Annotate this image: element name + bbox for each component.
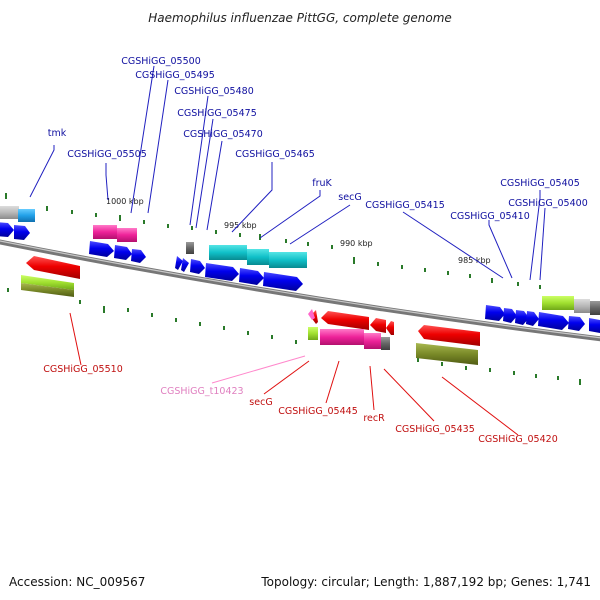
feature-track-upper <box>0 206 600 315</box>
cds-arrow[interactable] <box>190 259 205 274</box>
feature-lime-secg[interactable] <box>308 327 318 340</box>
gene-label-05405[interactable]: CGSHiGG_05405 <box>500 178 580 189</box>
feature-pink-05500[interactable] <box>93 225 117 239</box>
gene-label-05465[interactable]: CGSHiGG_05465 <box>235 149 315 160</box>
cds-arrow-reverse[interactable] <box>321 311 369 330</box>
gene-label-05410[interactable]: CGSHiGG_05410 <box>450 211 530 222</box>
gene-label-05480[interactable]: CGSHiGG_05480 <box>174 86 254 97</box>
leader-lines-bottom <box>69 312 519 436</box>
cds-arrow-reverse[interactable] <box>370 318 386 333</box>
feature-lime-05510[interactable] <box>21 275 74 290</box>
cds-arrow[interactable] <box>181 258 189 272</box>
feature-pink-05445[interactable] <box>320 329 364 345</box>
feature-olive-05510[interactable] <box>21 283 74 297</box>
gene-label-05435[interactable]: CGSHiGG_05435 <box>395 424 475 435</box>
feature-dark-recr[interactable] <box>381 337 390 350</box>
kbp-label-985: 985 kbp <box>458 256 491 265</box>
genome-backbone <box>0 239 600 342</box>
gene-label-05470[interactable]: CGSHiGG_05470 <box>183 129 263 140</box>
cds-reverse-track <box>26 256 480 346</box>
gene-label-05475[interactable]: CGSHiGG_05475 <box>177 108 257 119</box>
genome-backbone-highlight <box>0 240 600 339</box>
kbp-ticks-upper <box>5 193 541 289</box>
cds-arrow[interactable] <box>175 256 183 270</box>
gene-label-05415[interactable]: CGSHiGG_05415 <box>365 200 445 211</box>
feature-gray-05400[interactable] <box>574 299 590 313</box>
gene-label-tmk[interactable]: tmk <box>48 128 67 139</box>
cds-arrow[interactable] <box>0 222 14 237</box>
feature-dark-05480[interactable] <box>186 242 194 254</box>
genome-summary-text: Topology: circular; Length: 1,887,192 bp… <box>260 575 591 589</box>
feature-cyan-2[interactable] <box>247 249 269 265</box>
cds-arrow[interactable] <box>131 249 146 263</box>
feature-pink-recr[interactable] <box>364 333 381 349</box>
feature-olive-05420[interactable] <box>416 343 478 365</box>
cds-arrow[interactable] <box>205 263 239 281</box>
gene-label-05505[interactable]: CGSHiGG_05505 <box>67 149 147 160</box>
feature-pink-05495[interactable] <box>117 228 137 242</box>
cds-arrow[interactable] <box>515 310 529 325</box>
gene-label-fruk[interactable]: fruK <box>312 178 332 189</box>
feature-cyan-1[interactable] <box>209 245 247 260</box>
cds-arrow[interactable] <box>503 308 517 323</box>
cds-arrow-reverse[interactable] <box>418 325 480 346</box>
gene-label-05420[interactable]: CGSHiGG_05420 <box>478 434 558 445</box>
gene-label-recr[interactable]: recR <box>363 413 385 424</box>
feature-track-lower <box>21 275 478 365</box>
kbp-label-990: 990 kbp <box>340 239 373 248</box>
cds-arrow-reverse[interactable] <box>26 256 80 279</box>
cds-arrow[interactable] <box>263 272 303 291</box>
gene-label-05510[interactable]: CGSHiGG_05510 <box>43 364 123 375</box>
cds-arrow[interactable] <box>14 225 30 240</box>
gene-label-05445[interactable]: CGSHiGG_05445 <box>278 406 358 417</box>
cds-arrow[interactable] <box>239 268 264 285</box>
gene-label-secg-top[interactable]: secG <box>338 192 361 203</box>
cds-arrow[interactable] <box>485 305 505 321</box>
gene-label-05400[interactable]: CGSHiGG_05400 <box>508 198 588 209</box>
accession-text: Accession: NC_009567 <box>9 575 145 589</box>
gene-label-t10423[interactable]: CGSHiGG_t10423 <box>160 386 243 397</box>
leader-lines-top <box>29 65 546 281</box>
cds-forward-track <box>0 222 600 333</box>
feature-lime-05405[interactable] <box>542 296 574 310</box>
gene-label-secg-bottom[interactable]: secG <box>249 397 272 408</box>
cds-arrow[interactable] <box>589 318 600 333</box>
gene-label-05495[interactable]: CGSHiGG_05495 <box>135 70 215 81</box>
feature-cyan-3[interactable] <box>269 252 307 268</box>
cds-arrow[interactable] <box>568 316 585 331</box>
cds-arrow[interactable] <box>526 311 539 326</box>
kbp-ticks-lower <box>7 288 581 385</box>
feature-pink-t10423[interactable] <box>308 309 315 320</box>
cds-arrow-reverse[interactable] <box>386 321 394 335</box>
feature-gray-tmk[interactable] <box>0 206 19 219</box>
feature-dark-edge[interactable] <box>590 301 600 315</box>
cds-arrow[interactable] <box>538 312 569 330</box>
kbp-label-995: 995 kbp <box>224 221 257 230</box>
gene-label-05500[interactable]: CGSHiGG_05500 <box>121 56 201 67</box>
cds-arrow[interactable] <box>89 241 114 257</box>
cds-arrow[interactable] <box>114 245 132 260</box>
map-title: Haemophilus influenzae PittGG, complete … <box>148 11 452 25</box>
kbp-label-1000: 1000 kbp <box>106 197 144 206</box>
feature-sky-tmk[interactable] <box>18 209 35 222</box>
